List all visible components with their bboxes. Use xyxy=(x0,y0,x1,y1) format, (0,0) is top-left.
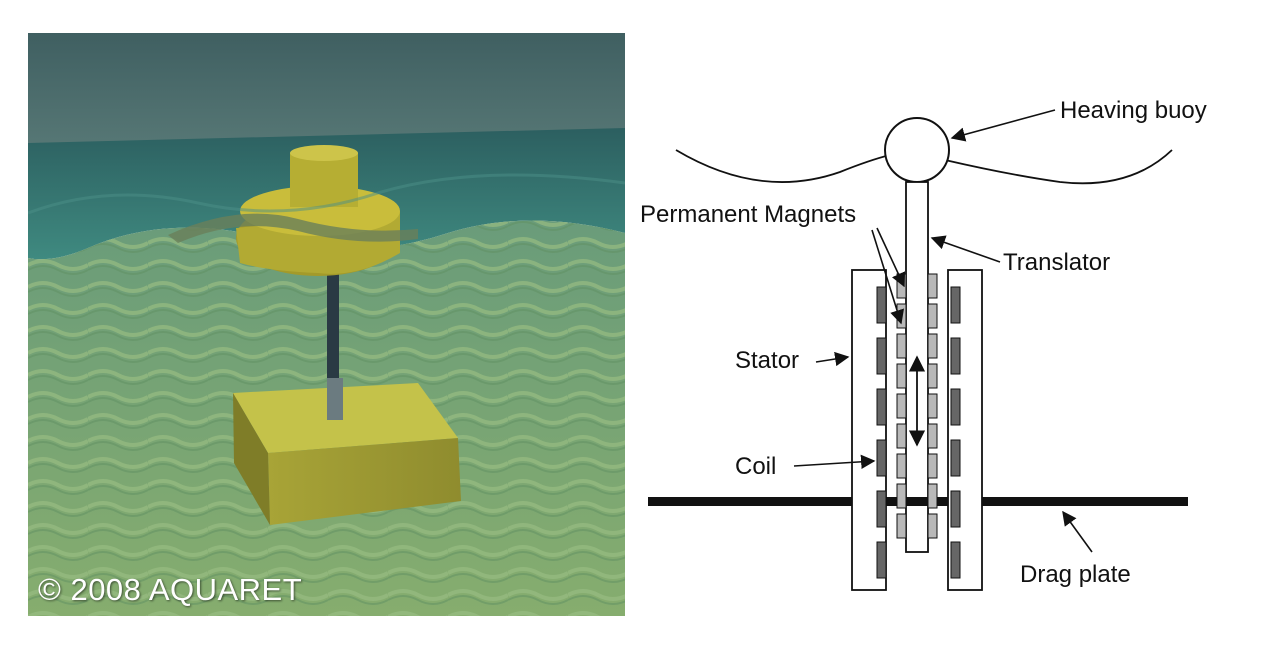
magnet-block xyxy=(896,423,907,449)
copyright-text: © 2008 AQUARET xyxy=(38,572,303,607)
magnets-pointer-1 xyxy=(876,227,906,288)
magnet-block xyxy=(896,393,907,419)
label-coil: Coil xyxy=(735,453,776,480)
magnet-block xyxy=(896,273,907,299)
shaft xyxy=(327,265,339,405)
magnet-block xyxy=(927,423,938,449)
drag-plate xyxy=(648,497,1188,506)
magnet-block xyxy=(927,363,938,389)
coil-block xyxy=(950,541,961,579)
label-permanent-magnets: Permanent Magnets xyxy=(640,201,856,228)
schematic-diagram: Heaving buoy Permanent Magnets Translato… xyxy=(640,80,1260,600)
coil-block xyxy=(876,286,887,324)
magnet-block xyxy=(927,453,938,479)
magnet-block xyxy=(927,393,938,419)
water-surface-line xyxy=(675,149,1173,185)
magnet-block xyxy=(896,363,907,389)
magnets-pointer-2 xyxy=(871,229,905,325)
magnet-block xyxy=(896,483,907,509)
label-heaving-buoy: Heaving buoy xyxy=(1060,97,1207,124)
coil-block xyxy=(876,490,887,528)
coil-block xyxy=(950,439,961,477)
label-drag-plate: Drag plate xyxy=(1020,561,1131,588)
render-illustration: © 2008 AQUARET xyxy=(28,33,625,616)
stator-pointer xyxy=(815,351,850,367)
coil-stack xyxy=(876,286,961,579)
buoy-pointer xyxy=(950,109,1056,142)
drag-plate-pointer xyxy=(1062,510,1093,553)
buoy-body xyxy=(168,145,418,276)
magnet-block xyxy=(927,303,938,329)
coil-block xyxy=(876,541,887,579)
wave-highlight xyxy=(28,173,625,215)
magnet-block xyxy=(896,333,907,359)
foundation-block xyxy=(233,383,461,525)
render-scene xyxy=(28,33,625,616)
coil-block xyxy=(950,337,961,375)
magnet-block xyxy=(896,453,907,479)
label-translator: Translator xyxy=(1003,249,1110,276)
magnet-block xyxy=(927,333,938,359)
magnet-block xyxy=(927,273,938,299)
schematic-svg: Heaving buoy Permanent Magnets Translato… xyxy=(640,97,1207,591)
coil-block xyxy=(950,286,961,324)
coil-pointer xyxy=(793,454,876,469)
coil-block xyxy=(876,388,887,426)
magnet-block xyxy=(896,513,907,539)
magnet-block xyxy=(927,513,938,539)
label-stator: Stator xyxy=(735,347,799,374)
magnet-block xyxy=(927,483,938,509)
heaving-buoy-shape xyxy=(884,117,950,183)
translator-pointer xyxy=(930,235,1001,263)
shaft-sleeve xyxy=(327,378,343,420)
coil-block xyxy=(950,490,961,528)
coil-block xyxy=(876,439,887,477)
coil-block xyxy=(950,388,961,426)
coil-block xyxy=(876,337,887,375)
